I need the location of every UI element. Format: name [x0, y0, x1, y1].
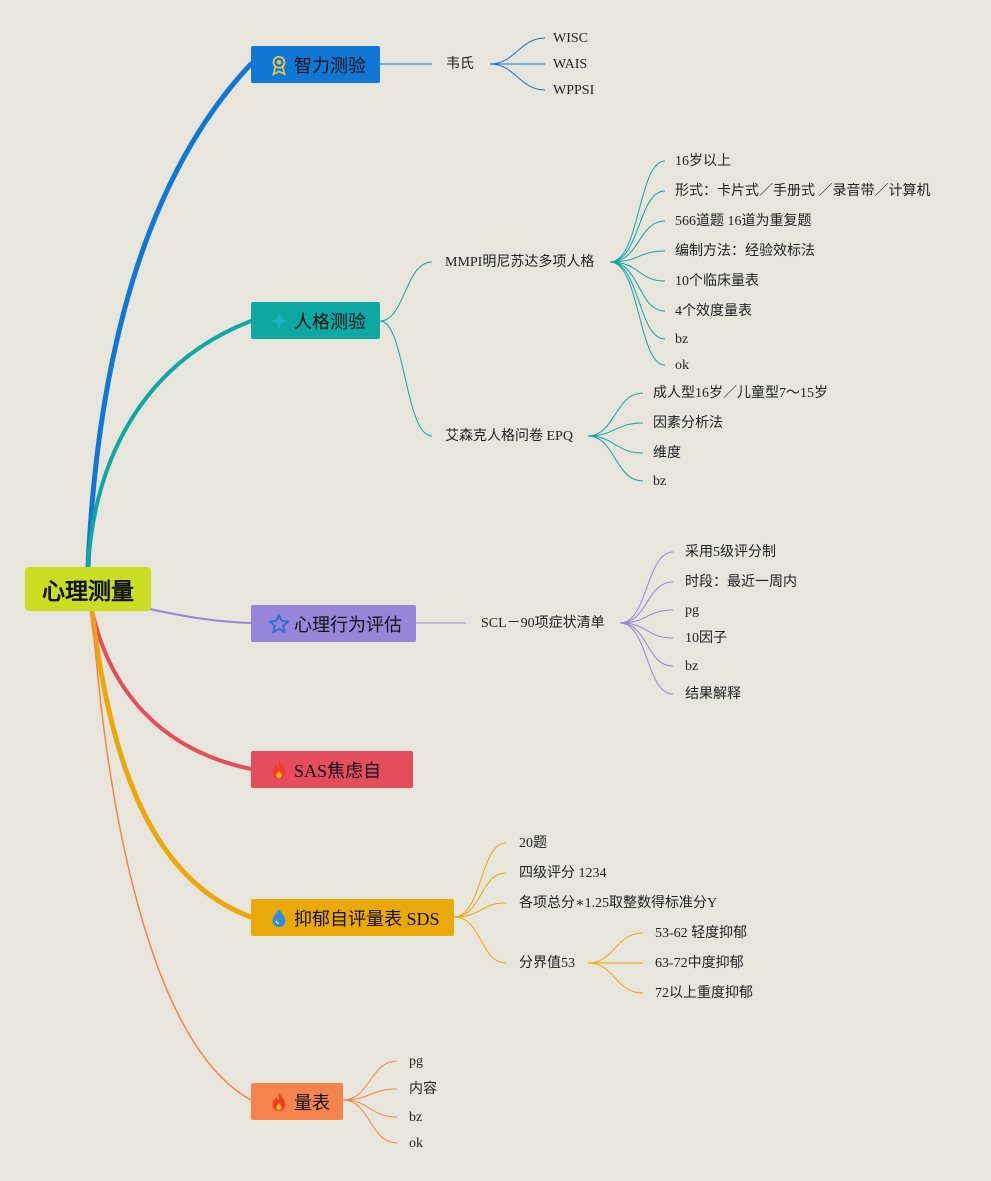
branch-scale[interactable]: 量表 [251, 1083, 343, 1120]
branch-behavior-assessment[interactable]: 心理行为评估 [251, 605, 416, 642]
node-scl-item[interactable]: 采用5级评分制 [685, 545, 776, 560]
medal-icon [268, 54, 290, 76]
water-drop-icon [268, 907, 290, 929]
branch-label: 心理行为评估 [294, 614, 402, 635]
branch-label: 量表 [294, 1092, 330, 1113]
node-scl-item[interactable]: bz [685, 659, 699, 674]
node-wisc[interactable]: WISC [553, 31, 588, 46]
node-scale-item[interactable]: ok [409, 1136, 423, 1151]
node-sds-item[interactable]: 四级评分 1234 [519, 866, 607, 881]
node-mmpi-item[interactable]: 10个临床量表 [675, 274, 759, 289]
branch-label: 智力测验 [294, 55, 366, 76]
branch-label: SAS焦虑自 [294, 760, 382, 781]
link-root-scale [91, 610, 252, 1101]
fire-icon [268, 759, 290, 781]
node-mmpi-item[interactable]: 形式：卡片式／手册式 ／录音带／计算机 [675, 184, 931, 199]
node-epq[interactable]: 艾森克人格问卷 EPQ [445, 429, 573, 444]
node-mmpi-item[interactable]: bz [675, 332, 689, 347]
link-root-behavior [144, 607, 252, 624]
fire-icon [268, 1091, 290, 1113]
node-scl-item[interactable]: 时段：最近一周内 [685, 575, 797, 590]
node-scl-item[interactable]: 结果解释 [685, 687, 741, 702]
node-scale-item[interactable]: 内容 [409, 1082, 437, 1097]
node-wppsi[interactable]: WPPSI [553, 83, 595, 98]
node-cutoff-item[interactable]: 72以上重度抑郁 [655, 986, 753, 1001]
root-topic[interactable]: 心理测量 [25, 567, 151, 611]
node-cutoff-item[interactable]: 53-62 轻度抑郁 [655, 926, 748, 941]
node-sds-item[interactable]: 20题 [519, 836, 547, 851]
node-mmpi[interactable]: MMPI明尼苏达多项人格 [445, 255, 595, 270]
node-sds-item[interactable]: 各项总分∗1.25取整数得标准分Y [519, 896, 718, 911]
node-scale-item[interactable]: pg [409, 1054, 423, 1069]
node-mmpi-item[interactable]: 16岁以上 [675, 154, 731, 169]
link-root-sas [90, 609, 253, 771]
node-scale-item[interactable]: bz [409, 1110, 423, 1125]
node-mmpi-item[interactable]: 编制方法：经验效标法 [675, 244, 815, 259]
branch-intelligence-test[interactable]: 智力测验 [251, 46, 380, 83]
branch-personality-test[interactable]: 人格测验 [251, 302, 380, 339]
node-mmpi-item[interactable]: 4个效度量表 [675, 304, 752, 319]
link-root-sds [89, 608, 254, 920]
node-epq-item[interactable]: 因素分析法 [653, 416, 723, 431]
node-epq-item[interactable]: 成人型16岁／儿童型7〜15岁 [653, 386, 828, 401]
node-wais[interactable]: WAIS [553, 57, 588, 72]
branch-sas[interactable]: SAS焦虑自 [251, 751, 413, 788]
node-epq-item[interactable]: 维度 [653, 446, 681, 461]
node-cutoff-item[interactable]: 63-72中度抑郁 [655, 956, 744, 971]
branch-label: 人格测验 [294, 311, 366, 332]
node-weishi[interactable]: 韦氏 [446, 57, 474, 72]
link-root-intelligence [85, 61, 254, 570]
node-scl-item[interactable]: 10因子 [685, 631, 727, 646]
branch-sds[interactable]: 抑郁自评量表 SDS [251, 899, 454, 936]
node-mmpi-item[interactable]: 566道题 16道为重复题 [675, 214, 812, 229]
link-root-personality [86, 319, 253, 569]
node-scl90[interactable]: SCL－90项症状清单 [481, 616, 605, 631]
node-mmpi-item[interactable]: ok [675, 358, 689, 373]
node-sds-item[interactable]: 分界值53 [519, 956, 575, 971]
node-scl-item[interactable]: pg [685, 603, 699, 618]
sparkle-icon [268, 310, 290, 332]
star-icon [268, 613, 290, 635]
branch-label: 抑郁自评量表 SDS [294, 908, 440, 929]
node-epq-item[interactable]: bz [653, 474, 667, 489]
